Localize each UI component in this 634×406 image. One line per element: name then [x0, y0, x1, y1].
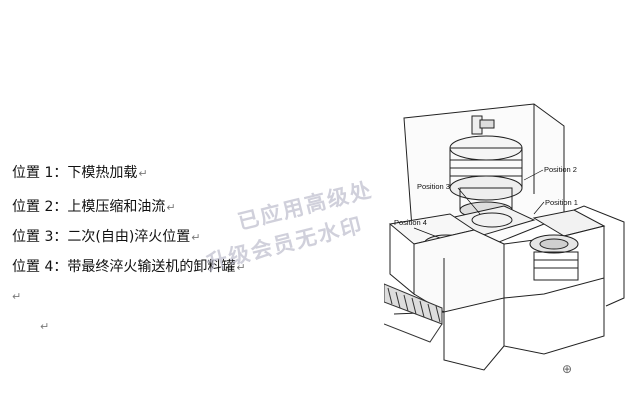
position-1-line: 位置 1：下模热加载↵	[12, 165, 148, 181]
figure-label-position-1: Position 1	[545, 198, 578, 207]
paragraph-mark: ↵	[138, 167, 148, 180]
paragraph-mark: ↵	[166, 201, 176, 214]
position-2-line: 位置 2：上模压缩和油流↵	[12, 199, 176, 215]
paragraph-mark: ↵	[191, 231, 201, 244]
position-4-line: 位置 4：带最终淬火输送机的卸料罐↵	[12, 259, 246, 275]
empty-paragraph-mark: ↵	[12, 290, 22, 303]
figure-label-position-3: Position 3	[417, 182, 450, 191]
figure-label-position-2: Position 2	[544, 165, 577, 174]
paragraph-mark: ↵	[236, 261, 246, 274]
empty-paragraph-mark: ↵	[40, 320, 50, 333]
wechat-icon: ⊕	[561, 362, 572, 376]
figure-label-position-4: Position 4	[394, 218, 427, 227]
position-3-line: 位置 3：二次(自由)淬火位置↵	[12, 229, 201, 245]
press-quench-machine-figure: Position 2 Position 3 Position 1 Positio…	[384, 103, 625, 371]
